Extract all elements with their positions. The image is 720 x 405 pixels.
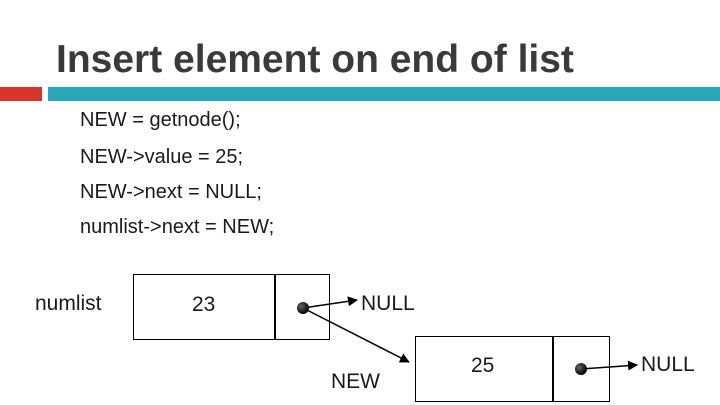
- node2-null-label: NULL: [641, 353, 695, 376]
- slide-title: Insert element on end of list: [56, 38, 574, 81]
- new-label: NEW: [331, 370, 380, 393]
- node2-value: 25: [471, 354, 495, 377]
- node2-divider: [552, 337, 554, 401]
- node2-pointer-dot: [575, 363, 587, 375]
- code-line-2: NEW->value = 25;: [80, 146, 244, 168]
- node1-to-null-arrow: [302, 296, 358, 309]
- node1-to-node2-arrow: [302, 307, 410, 363]
- node2-to-null-arrow: [580, 360, 638, 371]
- node1-null-label: NULL: [361, 292, 415, 315]
- code-line-3: NEW->next = NULL;: [80, 181, 262, 203]
- node1-divider: [274, 275, 276, 339]
- code-line-1: NEW = getnode();: [80, 109, 241, 131]
- node1-value: 23: [192, 293, 216, 316]
- node2-box: [415, 336, 610, 402]
- accent-bar-main: [48, 87, 720, 101]
- accent-bar-left: [0, 87, 42, 101]
- node1-box: [133, 274, 330, 340]
- numlist-label: numlist: [35, 292, 102, 315]
- code-line-4: numlist->next = NEW;: [80, 216, 275, 238]
- node1-pointer-dot: [297, 302, 309, 314]
